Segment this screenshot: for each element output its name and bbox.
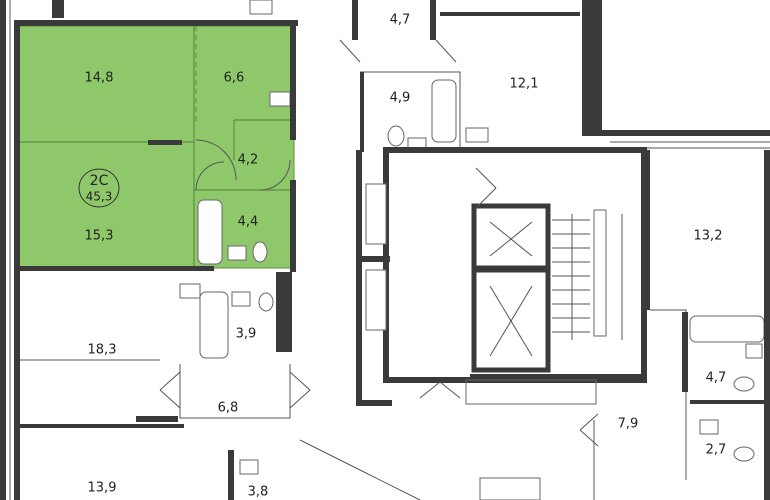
unit-badge xyxy=(78,168,120,208)
room-area-label: 4,9 xyxy=(390,91,411,106)
room-area-label: 4,7 xyxy=(390,13,411,28)
apartment-2c[interactable] xyxy=(17,25,295,269)
room-area-label: 14,8 xyxy=(85,71,114,86)
room-area-label: 13,9 xyxy=(88,481,117,496)
room-area-label: 18,3 xyxy=(88,343,117,358)
room-area-label: 6,8 xyxy=(218,401,239,416)
room-area-label: 6,6 xyxy=(224,71,245,86)
room-area-label: 13,2 xyxy=(694,229,723,244)
room-area-label: 4,4 xyxy=(238,215,259,230)
unit-code: 2С xyxy=(90,173,109,189)
room-area-label: 15,3 xyxy=(85,229,114,244)
room-area-label: 7,9 xyxy=(618,417,639,432)
room-area-label: 12,1 xyxy=(510,77,539,92)
room-area-label: 4,2 xyxy=(238,153,259,168)
room-area-label: 3,8 xyxy=(248,485,269,500)
apartment-2c-fill[interactable] xyxy=(18,26,294,268)
room-area-label: 3,9 xyxy=(236,327,257,342)
room-area-label: 2,7 xyxy=(706,443,727,458)
unit-area: 45,3 xyxy=(86,190,113,204)
room-area-label: 4,7 xyxy=(706,371,727,386)
